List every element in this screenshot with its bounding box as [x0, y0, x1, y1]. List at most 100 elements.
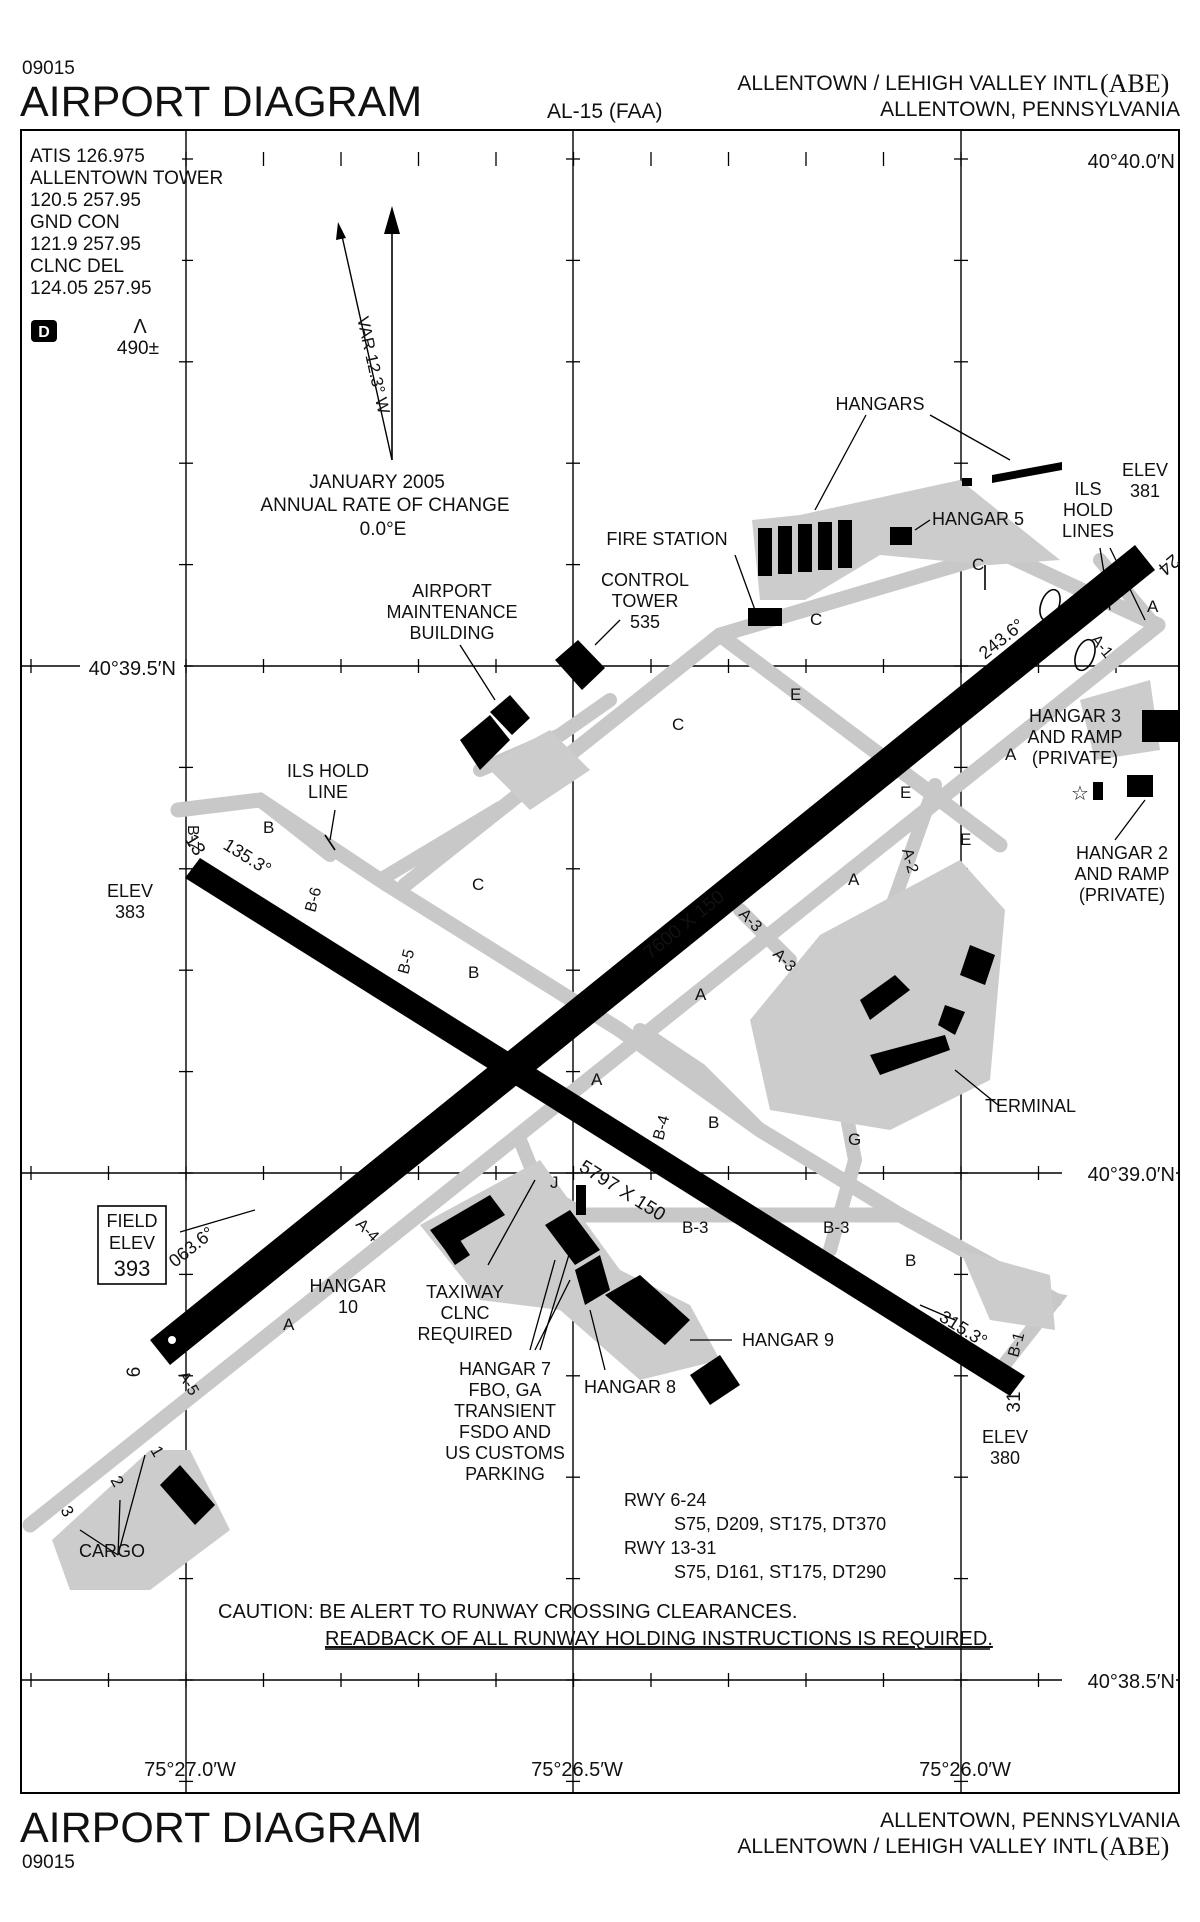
clnc-name: CLNC DEL — [30, 256, 124, 277]
hangars-north-bar — [992, 462, 1062, 483]
hangars-label: HANGARS — [835, 394, 924, 414]
obstacle-elev: 490± — [117, 338, 159, 359]
taxiway-b4 — [633, 1023, 767, 1137]
leader-maint — [459, 644, 496, 701]
cargo-label: CARGO — [79, 1541, 145, 1561]
ga-ramp — [420, 1160, 720, 1380]
twy-a-near-24: A — [1147, 597, 1159, 616]
hangar-9-annex — [690, 1355, 740, 1405]
terminal-label: TERMINAL — [985, 1096, 1076, 1116]
hangar3-label-1: HANGAR 3 — [1029, 706, 1121, 726]
field-elev-value: 393 — [114, 1256, 151, 1281]
caution-line2: READBACK OF ALL RUNWAY HOLDING INSTRUCTI… — [325, 1628, 993, 1650]
fire-station-building — [748, 608, 782, 626]
elev-13-label: ELEV — [107, 881, 153, 901]
taxiway-b5 — [373, 801, 507, 887]
city-state: ALLENTOWN, PENNSYLVANIA — [880, 98, 1180, 121]
ils-hold-line-ellipse-2 — [1074, 638, 1096, 672]
footer-airport-id: (ABE) — [1100, 1832, 1169, 1861]
leader-ils-hold — [329, 809, 336, 841]
maintenance-building-a — [460, 715, 510, 770]
maint-label-2: MAINTENANCE — [386, 602, 517, 622]
twy-c-west: C — [472, 875, 484, 894]
tower-name: ALLENTOWN TOWER — [30, 168, 223, 189]
hangar2-label-1: HANGAR 2 — [1076, 843, 1168, 863]
ils-hold-lines-2: HOLD — [1063, 500, 1113, 520]
magnetic-variation: VAR 12.3° W JANUARY 2005 ANNUAL RATE OF … — [260, 206, 510, 540]
procedure-id: AL-15 (FAA) — [547, 100, 663, 123]
chart-frame — [20, 129, 1180, 1794]
twy-e-mid: E — [900, 783, 911, 802]
leader-h7-2 — [534, 1279, 571, 1351]
hangar-7-small — [576, 1185, 586, 1215]
rwy-6-24-strength-values: S75, D209, ST175, DT370 — [674, 1514, 886, 1534]
leader-ils-1 — [1099, 547, 1111, 611]
leader-lines — [79, 414, 1146, 1556]
clnc-freq: 124.05 257.95 — [30, 278, 152, 299]
leader-hdg-315 — [919, 1304, 956, 1321]
hangar2-label-3: (PRIVATE) — [1079, 885, 1165, 905]
mag-line2: ANNUAL RATE OF CHANGE — [260, 495, 509, 516]
field-label: FIELD — [106, 1211, 157, 1231]
maintenance-ramp — [485, 730, 590, 810]
hangar-block-3 — [798, 524, 812, 572]
d-badge-label: D — [38, 324, 50, 341]
elev-31-label: ELEV — [982, 1427, 1028, 1447]
header: 09015 AIRPORT DIAGRAM AL-15 (FAA) ALLENT… — [20, 58, 1180, 126]
twy-c-mid: C — [672, 715, 684, 734]
twy-a2: A-2 — [898, 847, 921, 876]
hangar8-label: HANGAR 8 — [584, 1377, 676, 1397]
twy-a-mid: A — [848, 870, 860, 889]
leader-hdg-063 — [179, 1209, 256, 1233]
taxiway-clnc-label-2: CLNC — [440, 1303, 489, 1323]
twy-b-south: B — [708, 1113, 719, 1132]
leader-taxiway-clnc — [487, 1179, 536, 1266]
buildings — [160, 462, 1178, 1525]
taxiway-a — [22, 617, 1166, 1533]
twy-b-mid: B — [468, 963, 479, 982]
atis-freq: ATIS 126.975 — [30, 146, 145, 167]
ils-hold-lines-1: ILS — [1074, 479, 1101, 499]
twy-g: G — [848, 1130, 861, 1149]
terminal-concourse — [860, 975, 910, 1020]
taxiway-clnc-label-3: REQUIRED — [417, 1324, 512, 1344]
leader-tower — [594, 619, 621, 646]
hangar7-label-2: FBO, GA — [468, 1380, 541, 1400]
hangar2-label-2: AND RAMP — [1074, 864, 1169, 884]
lon-left-label: 75°27.0′W — [144, 1759, 236, 1781]
twy-b4: B-4 — [650, 1113, 673, 1142]
hangar5-label: HANGAR 5 — [932, 509, 1024, 529]
lat-mid-label: 40°39.5′N — [89, 658, 176, 680]
footer: AIRPORT DIAGRAM 09015 ALLENTOWN, PENNSYL… — [20, 1804, 1180, 1873]
obstacle-icon: Λ — [133, 316, 147, 338]
twy-b-east: B — [905, 1251, 916, 1270]
maint-label-1: AIRPORT — [412, 581, 492, 601]
hangar-block-1 — [758, 528, 772, 576]
elev-13-value: 383 — [115, 902, 145, 922]
twy-c-near-hangar5: C — [972, 555, 984, 574]
twy-a-east: A — [1005, 745, 1017, 764]
d-badge-icon — [31, 320, 57, 342]
twy-c-near-fire: C — [810, 610, 822, 629]
tower-freq: 120.5 257.95 — [30, 190, 141, 211]
rwy-6-24-strength-name: RWY 6-24 — [624, 1490, 706, 1510]
terminal-building-a — [960, 945, 995, 985]
twy-e-east: E — [960, 830, 971, 849]
hangar-block-4 — [818, 522, 832, 570]
hangar7-label-6: PARKING — [465, 1464, 545, 1484]
field-elev-label: ELEV — [109, 1233, 155, 1253]
leader-cargo-2 — [117, 1499, 121, 1556]
leader-h7-3 — [539, 1224, 579, 1351]
gnd-freq: 121.9 257.95 — [30, 234, 141, 255]
gnd-name: GND CON — [30, 212, 120, 233]
hangar3-label-3: (PRIVATE) — [1032, 748, 1118, 768]
variation-label: VAR 12.3° W — [353, 315, 393, 416]
twy-b5: B-5 — [395, 947, 418, 976]
hangar-block-2 — [778, 526, 792, 574]
twy-b7: B-7 — [184, 825, 201, 850]
twy-e-north: E — [790, 685, 801, 704]
hangar7-label-3: TRANSIENT — [454, 1401, 556, 1421]
twy-b3-2: B-3 — [823, 1218, 849, 1237]
rwy-6-label: 6 — [124, 1367, 145, 1378]
hangar9-label: HANGAR 9 — [742, 1330, 834, 1350]
